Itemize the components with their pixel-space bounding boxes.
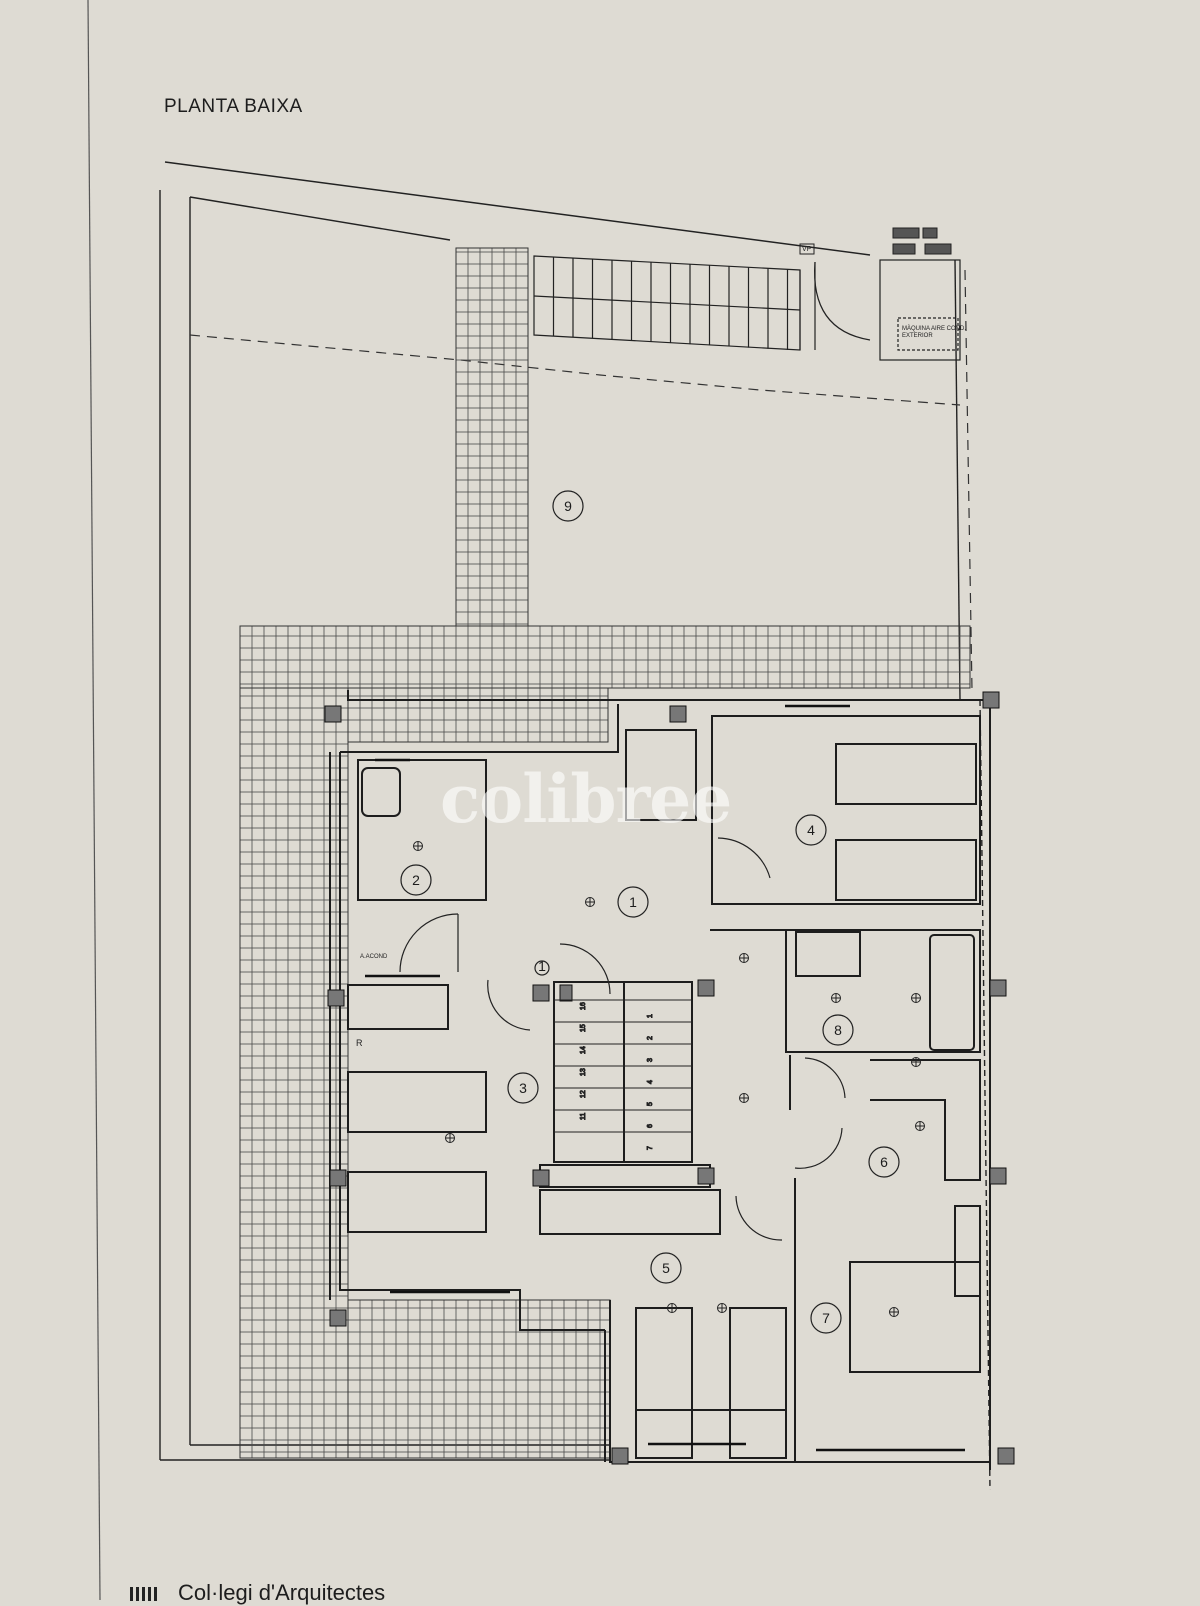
light-fixture-icon [445,1133,455,1143]
stair-step-number: 14 [580,1046,587,1054]
room-number-label: 7 [822,1310,830,1326]
room-number-label: 6 [880,1154,888,1170]
light-fixture-icon [911,1057,921,1067]
light-fixture-icon [739,1093,749,1103]
college-seal-icon [130,1587,160,1602]
stair-step-number: 5 [647,1102,654,1106]
room-number-label: 5 [662,1260,670,1276]
light-fixture-icon [915,1121,925,1131]
room-number-room-1: 1 [617,886,649,918]
footer-text: Col·legi d'Arquitectes [130,1580,385,1606]
stair-step-number: 7 [647,1146,654,1150]
ac-unit-note: MÀQUINA AIRE COND. EXTERIOR [902,326,967,339]
stair-step-number: 13 [580,1068,587,1076]
stair-step-number: 15 [580,1024,587,1032]
stair-step-number: 2 [647,1036,654,1040]
room-number-room-9: 9 [552,490,584,522]
stair-step-number: 1 [647,1014,654,1018]
watermark-logo: colibree [440,760,732,838]
light-fixture-icon [585,897,595,907]
windows [365,704,965,1452]
paving-tiles [239,247,971,1459]
light-fixture-icon [831,993,841,1003]
room-number-room-3: 3 [507,1072,539,1104]
structural-columns [324,691,1015,1465]
room-number-label: 9 [564,498,572,514]
setback-dashed-line [189,269,973,691]
light-fixtures [413,841,925,1317]
aacond-label: A.ACOND [360,954,388,960]
room-number-label: 2 [412,872,420,888]
room-number-label: 1 [538,958,546,974]
stair-step-number: 11 [580,1113,587,1120]
room-number-label: 3 [519,1080,527,1096]
door-swings [399,837,846,1241]
room-number-room-8: 8 [822,1014,854,1046]
sheet-margin-line [87,0,101,1600]
exterior-stairs [533,255,961,361]
stair-step-number: 3 [647,1058,654,1062]
room-number-room-6: 6 [868,1146,900,1178]
light-fixture-icon [717,1303,727,1313]
top-utility-boxes [799,227,952,255]
light-fixture-icon [667,1303,677,1313]
light-fixture-icon [911,993,921,1003]
vp-label: VP [802,246,812,253]
room-number-label: 4 [807,822,815,838]
footer-label: Col·legi d'Arquitectes [178,1580,386,1605]
room-number-room-5: 5 [650,1252,682,1284]
r-label: R [356,1038,363,1048]
stair-step-number: 6 [647,1124,654,1128]
light-fixture-icon [889,1307,899,1317]
room-number-room-2: 2 [400,864,432,896]
stair-step-number: 4 [647,1080,654,1084]
room-number-room-1-stair: 1 [534,958,550,976]
light-fixture-icon [413,841,423,851]
light-fixture-icon [739,953,749,963]
room-number-label: 1 [629,894,637,910]
stair-step-number: 12 [580,1090,587,1098]
plan-title: PLANTA BAIXA [164,96,303,117]
room-number-room-4: 4 [795,814,827,846]
room-number-label: 8 [834,1022,842,1038]
room-number-room-7: 7 [810,1302,842,1334]
stair-step-number: 16 [580,1002,587,1010]
